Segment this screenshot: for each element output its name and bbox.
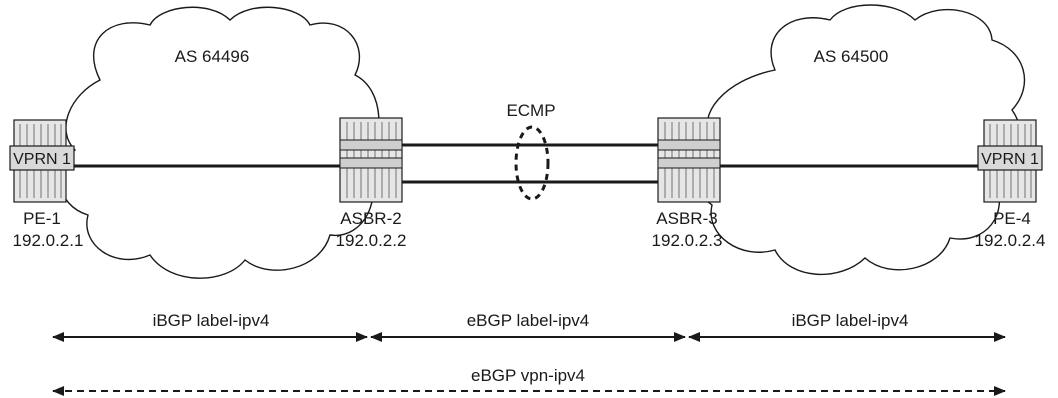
node-ip-pe4: 192.0.2.4 [975,231,1046,250]
router-asbr3[interactable] [657,117,721,203]
session-label-ebgp-middle: eBGP label-ipv4 [467,311,590,330]
node-ip-pe1: 192.0.2.1 [13,231,84,250]
node-ip-asbr2: 192.0.2.2 [336,231,407,250]
vprn-label-pe1: VPRN 1 [13,151,71,168]
router-pe4[interactable]: VPRN 1 [977,119,1043,203]
node-ip-asbr3: 192.0.2.3 [652,231,723,250]
vprn-box-pe4 [977,145,1043,171]
as-label-right: AS 64500 [814,47,889,66]
vprn-box-pe1 [9,145,75,171]
session-label-ebgp-vpn: eBGP vpn-ipv4 [471,366,585,385]
node-name-pe4: PE-4 [993,209,1031,228]
ecmp-ellipse [514,125,550,201]
node-name-asbr3: ASBR-3 [656,209,717,228]
node-name-asbr2: ASBR-2 [340,209,401,228]
router-asbr2[interactable] [339,117,403,203]
as-label-left: AS 64496 [175,47,250,66]
vprn-label-pe4: VPRN 1 [981,151,1039,168]
session-label-ibgp-right: iBGP label-ipv4 [792,311,909,330]
session-label-ibgp-left: iBGP label-ipv4 [153,311,270,330]
ecmp-label: ECMP [506,101,555,120]
node-name-pe1: PE-1 [23,209,61,228]
router-pe1[interactable]: VPRN 1 [9,119,75,203]
cloud-as-64496 [58,6,380,279]
